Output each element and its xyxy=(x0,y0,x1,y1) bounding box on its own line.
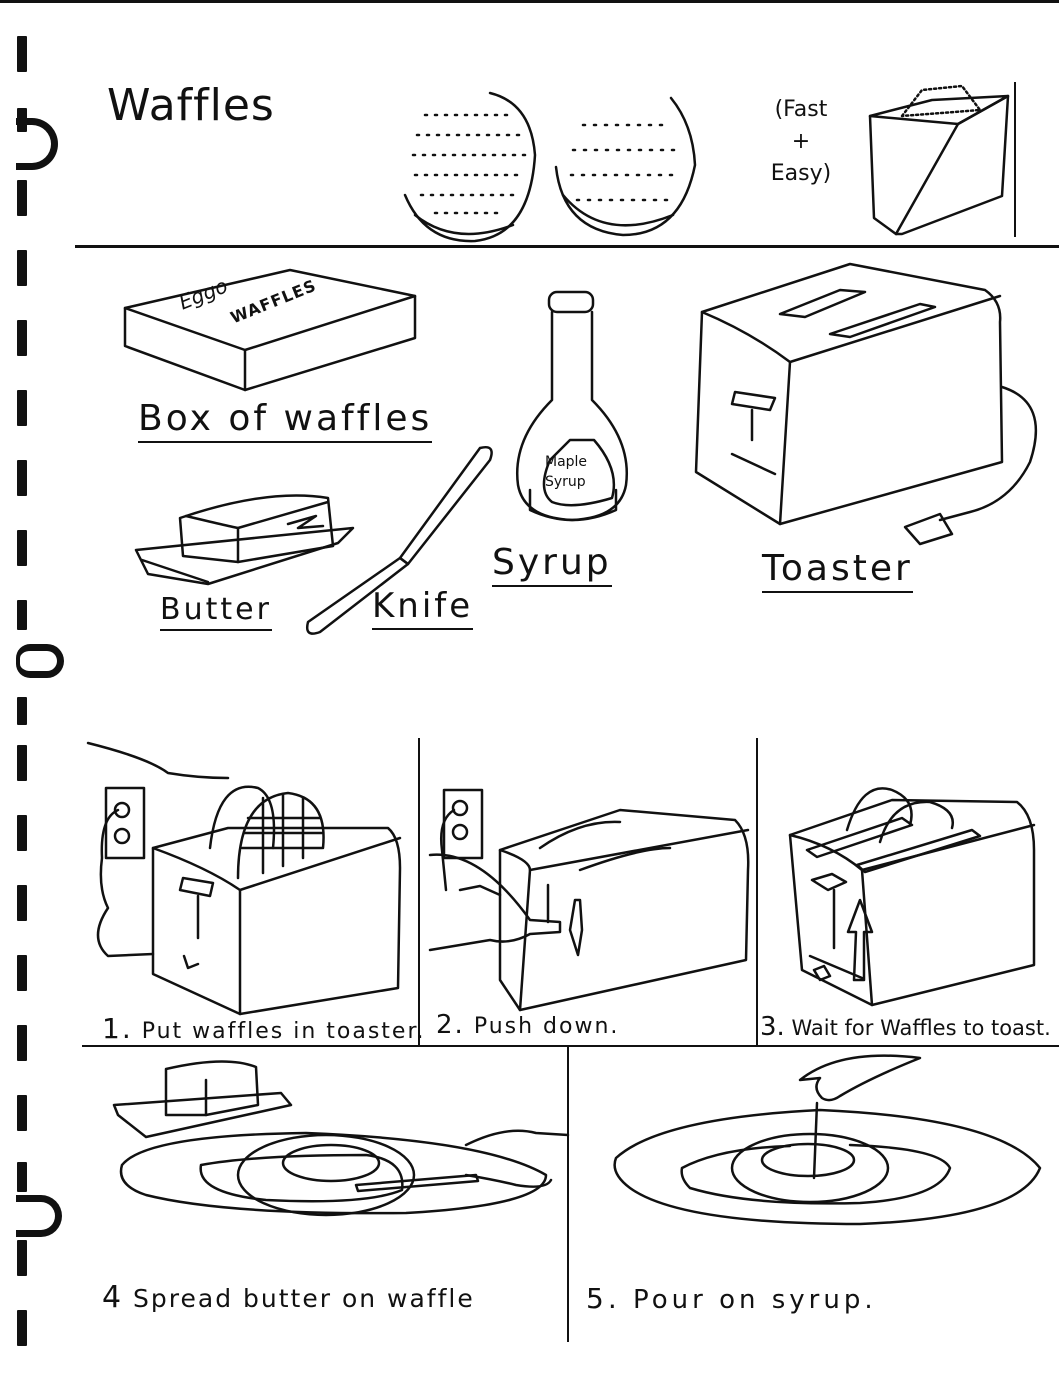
label-box-of-waffles: Box of waffles xyxy=(138,398,433,443)
step-text: Put waffles in toaster. xyxy=(141,1019,426,1044)
binder-bar xyxy=(17,955,27,991)
binder-bar xyxy=(17,600,27,630)
binder-bar xyxy=(17,815,27,851)
binder-bar xyxy=(17,460,27,496)
subtitle-fast-easy: (Fast + Easy) xyxy=(756,94,846,190)
binder-bar xyxy=(17,180,27,216)
label-knife: Knife xyxy=(372,586,474,630)
binder-bar xyxy=(17,36,27,72)
steps-row-divider xyxy=(82,1045,1059,1047)
top-border xyxy=(0,0,1059,3)
label-toaster: Toaster xyxy=(762,548,913,593)
step-divider xyxy=(418,738,420,1046)
binder-bar xyxy=(17,250,27,286)
page-title: Waffles xyxy=(107,80,275,131)
subtitle-line: Easy) xyxy=(770,161,832,186)
step-3-illustration xyxy=(788,787,1036,1007)
step-5-illustration xyxy=(613,1054,1042,1226)
step-text: Push down. xyxy=(473,1014,620,1039)
step-2-illustration xyxy=(428,788,750,1012)
binder-bar xyxy=(17,1025,27,1061)
step-number: 1. xyxy=(102,1012,133,1045)
step-2-caption: 2. Push down. xyxy=(436,1010,619,1040)
binder-bar xyxy=(17,885,27,921)
binder-bar xyxy=(17,1162,27,1192)
step-number: 5. xyxy=(586,1282,621,1315)
binder-ring xyxy=(16,644,64,678)
binder-bar xyxy=(17,320,27,356)
label-butter: Butter xyxy=(160,592,272,631)
waffle-box-icon xyxy=(123,268,417,392)
step-divider xyxy=(756,738,758,1046)
bottle-label-line: Syrup xyxy=(545,474,586,490)
header-divider xyxy=(75,245,1059,248)
toaster-icon xyxy=(694,262,1038,546)
waffle-illustration-left xyxy=(403,91,537,243)
label-syrup: Syrup xyxy=(492,542,612,587)
waffle-illustration-right xyxy=(554,96,697,237)
step-divider xyxy=(567,1047,569,1342)
syrup-bottle-icon xyxy=(516,290,628,522)
step-4-caption: 4 Spread butter on waffle xyxy=(102,1280,475,1315)
step-3-caption: 3. Wait for Waffles to toast. xyxy=(760,1012,1051,1042)
subtitle-line: + xyxy=(791,129,811,154)
step-text: Pour on syrup. xyxy=(632,1285,877,1315)
step-text: Wait for Waffles to toast. xyxy=(791,1016,1051,1040)
binder-bar xyxy=(17,745,27,781)
binder-bar xyxy=(17,1095,27,1131)
step-4-illustration xyxy=(112,1060,570,1217)
step-number: 3. xyxy=(760,1012,785,1042)
binder-bar xyxy=(17,1240,27,1276)
binder-bar xyxy=(17,697,27,725)
subtitle-line: (Fast xyxy=(774,97,828,122)
header-right-divider xyxy=(1014,82,1016,237)
binder-bar xyxy=(17,1310,27,1346)
step-1-illustration xyxy=(86,741,402,1016)
step-number: 4 xyxy=(102,1280,124,1315)
butter-dish-icon xyxy=(134,494,355,586)
binder-bar xyxy=(17,390,27,426)
toaster-icon-header xyxy=(868,84,1010,236)
step-text: Spread butter on waffle xyxy=(133,1284,475,1313)
bottle-label-line: Maple xyxy=(545,454,588,470)
binder-bar xyxy=(17,530,27,566)
bottle-label: Maple Syrup xyxy=(545,452,587,492)
butter-knife-icon xyxy=(306,446,493,635)
step-1-caption: 1. Put waffles in toaster. xyxy=(102,1012,426,1045)
step-5-caption: 5. Pour on syrup. xyxy=(586,1282,877,1315)
binder-ring xyxy=(16,1195,62,1237)
binder-ring xyxy=(16,118,58,170)
step-number: 2. xyxy=(436,1010,465,1040)
